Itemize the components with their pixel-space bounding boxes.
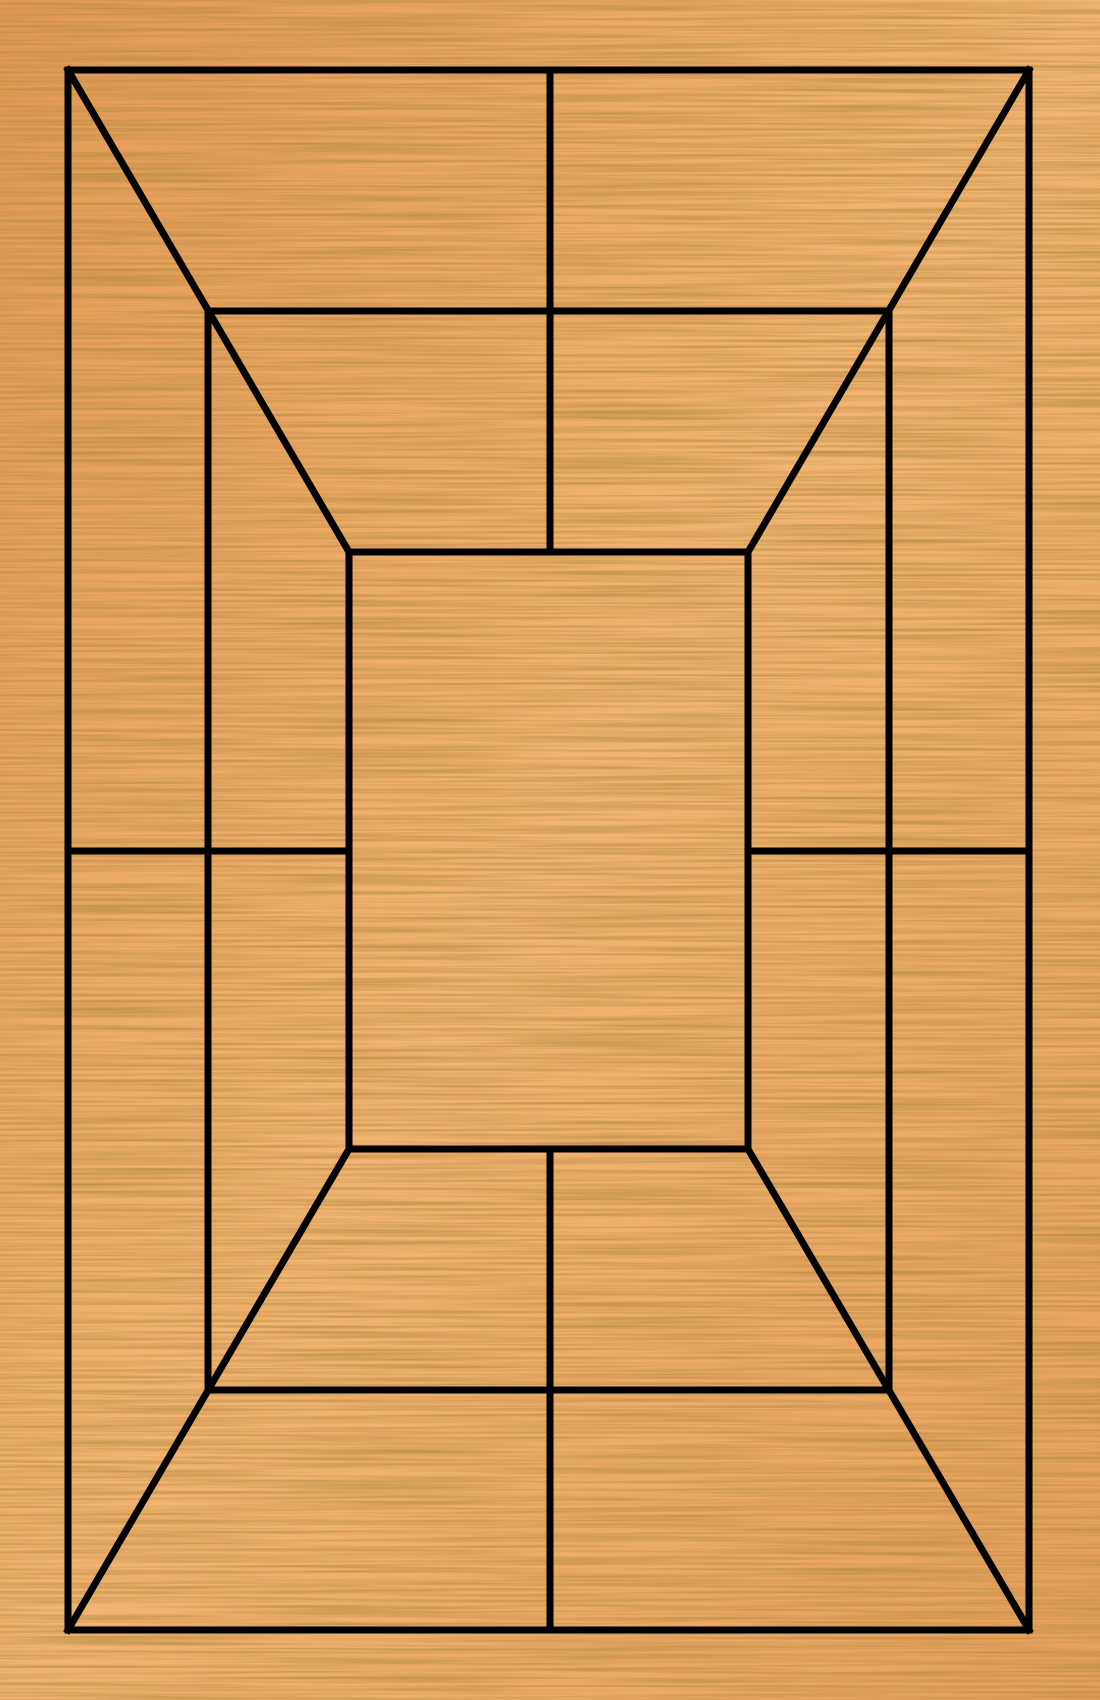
point-middle-top-right[interactable]: [867, 289, 911, 333]
point-middle-bottom-mid[interactable]: [528, 1368, 572, 1412]
diagonal-bottom-left: [63, 1144, 354, 1635]
point-middle-top-mid[interactable]: [528, 289, 572, 333]
point-outer-bottom-right[interactable]: [1007, 1608, 1051, 1652]
point-middle-bottom-right[interactable]: [867, 1368, 911, 1412]
point-outer-mid-right[interactable]: [1007, 829, 1051, 873]
point-outer-top-right[interactable]: [1007, 48, 1051, 92]
point-middle-mid-left[interactable]: [186, 829, 230, 873]
point-outer-bottom-left[interactable]: [46, 1608, 90, 1652]
point-outer-top-left[interactable]: [46, 48, 90, 92]
point-inner-top-right[interactable]: [726, 530, 770, 574]
diagonal-top-left: [63, 65, 354, 557]
point-middle-bottom-left[interactable]: [186, 1368, 230, 1412]
point-inner-top-mid[interactable]: [528, 530, 572, 574]
point-outer-top-mid[interactable]: [528, 48, 572, 92]
point-inner-bottom-left[interactable]: [327, 1127, 371, 1171]
point-inner-top-left[interactable]: [327, 530, 371, 574]
diagonal-top-right: [743, 65, 1034, 557]
point-inner-bottom-right[interactable]: [726, 1127, 770, 1171]
point-inner-mid-right[interactable]: [726, 829, 770, 873]
point-inner-bottom-mid[interactable]: [528, 1127, 572, 1171]
diagonal-bottom-right: [743, 1144, 1034, 1635]
point-outer-bottom-mid[interactable]: [528, 1608, 572, 1652]
point-outer-mid-left[interactable]: [46, 829, 90, 873]
point-inner-mid-left[interactable]: [327, 829, 371, 873]
board-lines: [63, 65, 1034, 1635]
point-middle-mid-right[interactable]: [867, 829, 911, 873]
point-middle-top-left[interactable]: [186, 289, 230, 333]
